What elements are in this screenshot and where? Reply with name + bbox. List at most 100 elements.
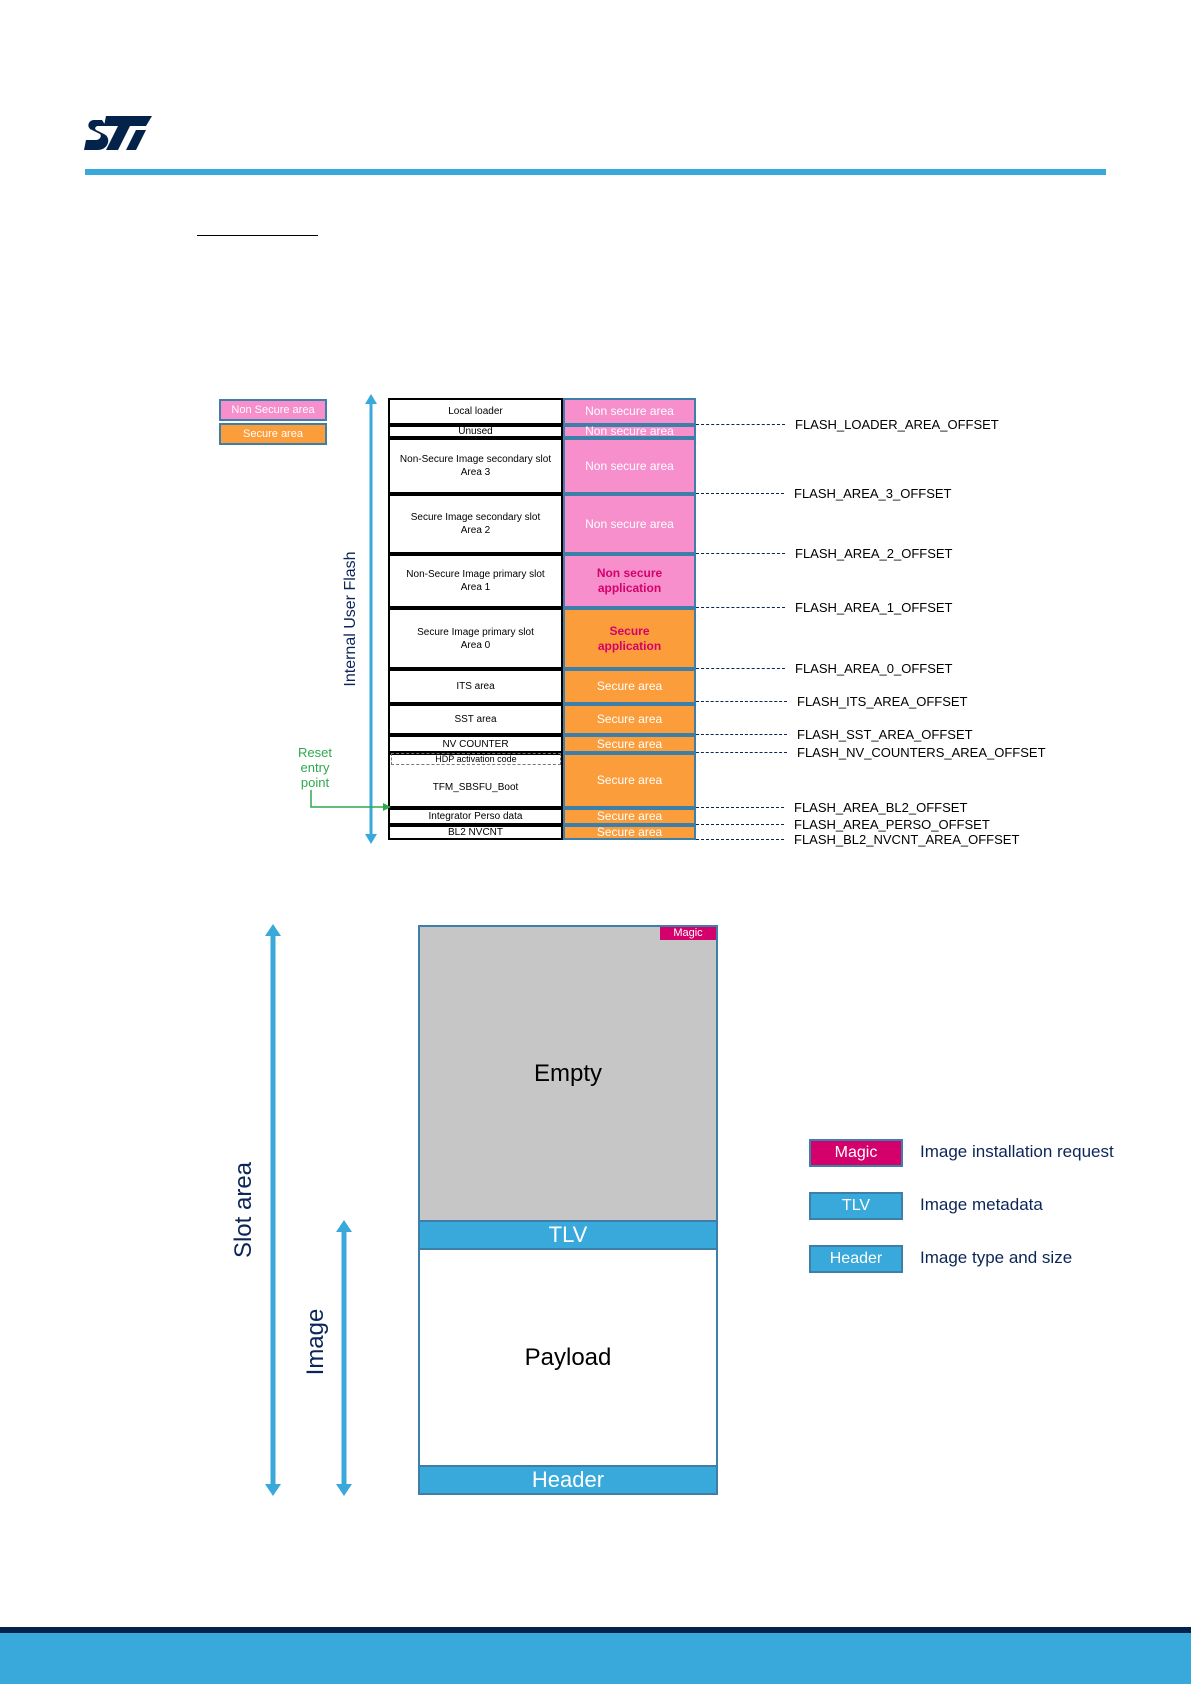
- flash-region-security-line: Non secure area: [585, 404, 674, 418]
- offset-label: FLASH_AREA_PERSO_OFFSET: [794, 817, 990, 832]
- flash-region-security: Non secure area: [563, 424, 696, 438]
- flash-region-label-line: Area 2: [460, 525, 491, 536]
- flash-region-security: Secure area: [563, 735, 696, 753]
- offset-label: FLASH_AREA_1_OFFSET: [795, 600, 953, 615]
- st-logo: [84, 116, 152, 150]
- offset-dashed-line: [696, 839, 784, 840]
- underline-rule: [197, 235, 318, 236]
- offset-dashed-line: [696, 752, 787, 753]
- legend-secure: Secure area: [219, 423, 327, 445]
- footer-rule: [0, 1627, 1191, 1633]
- flash-region-security-line: application: [597, 581, 662, 595]
- flash-region-label-line: Local loader: [448, 406, 503, 417]
- slot-tlv: TLV: [420, 1220, 716, 1250]
- flash-region-label-line: Area 3: [460, 467, 491, 478]
- legend-tlv-text: Image metadata: [920, 1195, 1043, 1214]
- flash-region-security-line: application: [597, 638, 662, 653]
- flash-region-security: Secure area: [563, 808, 696, 825]
- offset-dashed-line: [696, 668, 785, 669]
- offset-dashed-line: [696, 807, 784, 808]
- flash-region-label: SST area: [388, 704, 563, 735]
- offset-dashed-line: [696, 824, 784, 825]
- flash-region-security-line: Non secure area: [585, 516, 674, 531]
- flash-region-security-line: Secure area: [596, 736, 663, 751]
- flash-region-security: Secure area: [563, 669, 696, 704]
- flash-region-label-line: TFM_SBSFU_Boot: [432, 782, 519, 793]
- flash-region-security-line: Secure area: [596, 825, 663, 839]
- flash-region-label-line: Secure Image secondary slot: [410, 512, 541, 523]
- offset-label: FLASH_AREA_BL2_OFFSET: [794, 800, 968, 815]
- flash-region-security-line: Non secure: [596, 566, 663, 580]
- flash-region-label-line: Area 1: [460, 582, 491, 593]
- header-rule: [85, 169, 1106, 175]
- flash-region-security-line: Secure: [609, 623, 650, 638]
- reset-entry-point-label: Reset entry point: [298, 745, 332, 790]
- flash-region-label-line: Secure Image primary slot: [417, 626, 534, 638]
- slot-magic: Magic: [660, 927, 716, 940]
- flash-region-security: Non secure area: [563, 438, 696, 494]
- flash-region-label: ITS area: [388, 669, 563, 704]
- flash-region-label-line: NV COUNTER: [442, 738, 509, 750]
- flash-region-security: Non secure area: [563, 398, 696, 425]
- flash-region-security: Secure area: [563, 753, 696, 808]
- hdp-activation-code: HDP activation code: [391, 753, 561, 765]
- offset-dashed-line: [696, 701, 787, 702]
- flash-axis-arrow: [365, 394, 377, 844]
- legend-magic-text: Image installation request: [920, 1142, 1114, 1161]
- slot-header: Header: [420, 1465, 716, 1493]
- offset-label: FLASH_AREA_3_OFFSET: [794, 486, 952, 501]
- legend-tlv-box: TLV: [809, 1192, 903, 1220]
- flash-region-security-line: Secure area: [596, 712, 663, 726]
- flash-region-security-line: Secure area: [596, 679, 663, 693]
- flash-region-label: TFM_SBSFU_Boot: [388, 753, 563, 808]
- flash-region-label-line: ITS area: [456, 681, 495, 692]
- flash-region-label-line: Unused: [458, 426, 493, 437]
- flash-region-security-line: Secure area: [596, 809, 663, 823]
- offset-dashed-line: [696, 493, 784, 494]
- legend-non-secure: Non Secure area: [219, 399, 327, 421]
- flash-region-label-line: SST area: [454, 714, 497, 725]
- offset-label: FLASH_NV_COUNTERS_AREA_OFFSET: [797, 745, 1046, 760]
- offset-dashed-line: [696, 607, 785, 608]
- flash-region-label: NV COUNTER: [388, 735, 563, 753]
- flash-region-label-line: BL2 NVCNT: [447, 827, 503, 838]
- flash-region-security-line: Non secure area: [585, 424, 674, 438]
- flash-region-label-line: Non-Secure Image primary slot: [406, 569, 545, 580]
- offset-dashed-line: [696, 424, 785, 425]
- offset-label: FLASH_SST_AREA_OFFSET: [797, 727, 973, 742]
- offset-label: FLASH_LOADER_AREA_OFFSET: [795, 417, 999, 432]
- offset-label: FLASH_ITS_AREA_OFFSET: [797, 694, 968, 709]
- flash-region-label-line: Non-Secure Image secondary slot: [399, 454, 552, 465]
- flash-region-label: Local loader: [388, 398, 563, 425]
- flash-region-label: BL2 NVCNT: [388, 825, 563, 840]
- slot-empty: Empty: [420, 927, 716, 1220]
- flash-region-label-line: Integrator Perso data: [428, 811, 523, 822]
- legend-magic-box: Magic: [809, 1139, 903, 1167]
- flash-region-security: Non secure area: [563, 494, 696, 554]
- legend-header-box: Header: [809, 1245, 903, 1273]
- flash-region-label-line: Area 0: [460, 639, 491, 651]
- footer-band: [0, 1633, 1191, 1684]
- legend-header-text: Image type and size: [920, 1248, 1073, 1267]
- slot-payload: Payload: [524, 1343, 612, 1371]
- offset-label: FLASH_BL2_NVCNT_AREA_OFFSET: [794, 832, 1020, 847]
- offset-label: FLASH_AREA_0_OFFSET: [795, 661, 953, 676]
- flash-region-security: Secure area: [563, 704, 696, 735]
- offset-dashed-line: [696, 734, 787, 735]
- reset-arrow: [310, 790, 391, 811]
- flash-region-security-line: Non secure area: [585, 458, 674, 473]
- offset-dashed-line: [696, 553, 785, 554]
- flash-region-label: Integrator Perso data: [388, 808, 563, 825]
- flash-region-label: Unused: [388, 425, 563, 438]
- flash-region-security-line: Secure area: [596, 773, 663, 787]
- slot-area-arrow: [265, 924, 281, 1496]
- image-arrow: [336, 1220, 352, 1496]
- flash-region-security: Secure area: [563, 825, 696, 840]
- offset-label: FLASH_AREA_2_OFFSET: [795, 546, 953, 561]
